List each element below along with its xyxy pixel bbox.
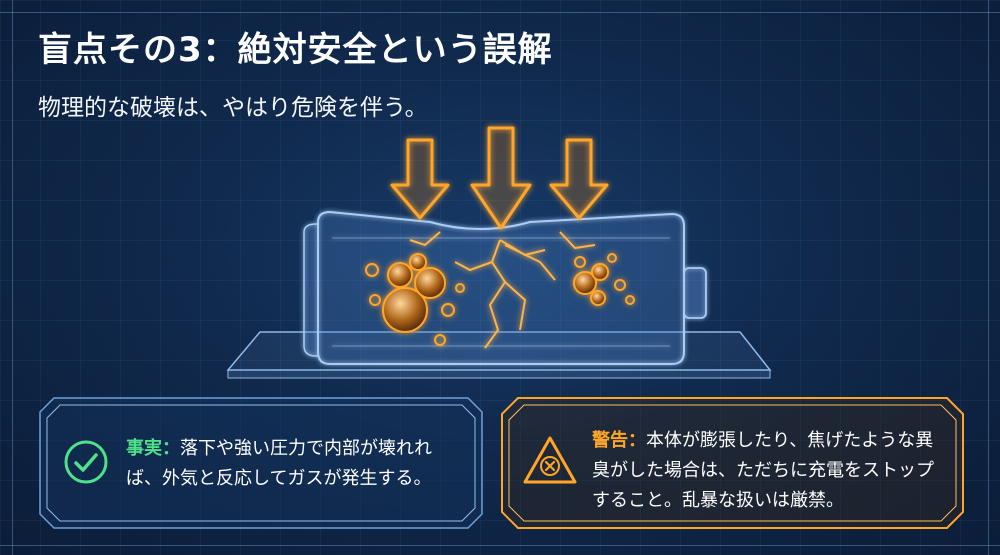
warning-card: 警告：本体が膨張したり、焦げたような異臭がした場合は、ただちに充電をストップする… (500, 396, 965, 530)
fact-text-block: 事実：落下や強い圧力で内部が壊れれば、外気と反応してガスが発生する。 (126, 434, 466, 494)
fact-text: 落下や強い圧力で内部が壊れれば、外気と反応してガスが発生する。 (126, 438, 432, 489)
gas-bubbles-left (365, 253, 465, 346)
warning-text: 本体が膨張したり、焦げたような異臭がした場合は、ただちに充電をストップすること。… (592, 430, 934, 511)
warning-card-border (501, 397, 964, 529)
battery-cracks (409, 231, 596, 349)
frame-line-right (988, 0, 989, 555)
battery-body (303, 210, 707, 365)
gas-bubbles-right (573, 253, 635, 306)
frame-line-top (0, 12, 1000, 13)
warning-text-block: 警告：本体が膨張したり、焦げたような異臭がした場合は、ただちに充電をストップする… (592, 426, 942, 516)
down-arrow-icon (390, 126, 609, 230)
warning-triangle-icon (523, 436, 577, 484)
frame-line-left (12, 0, 13, 555)
fact-label: 事実： (126, 438, 180, 459)
fact-card: 事実：落下や強い圧力で内部が壊れれば、外気と反応してガスが発生する。 (38, 396, 484, 530)
page-subtitle: 物理的な破壊は、やはり危険を伴う。 (38, 95, 428, 121)
warning-label: 警告： (592, 430, 646, 451)
page-title: 盲点その3：絶対安全という誤解 (38, 30, 553, 70)
check-circle-icon (64, 440, 108, 484)
fact-card-border (39, 397, 483, 529)
frame-line-bottom (0, 545, 1000, 546)
